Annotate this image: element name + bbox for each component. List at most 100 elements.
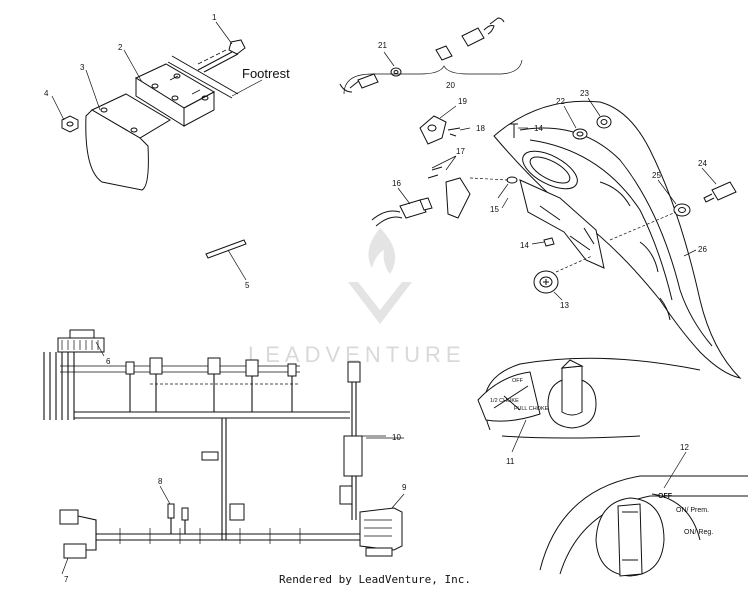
fuel-panel-outline	[539, 475, 748, 571]
fairing-contour	[529, 139, 673, 301]
callout-9: 9	[402, 483, 407, 492]
footrest-edge-2	[171, 55, 239, 95]
leader-12	[663, 451, 687, 489]
callout-16: 16	[392, 179, 401, 188]
harness-mid-connector	[201, 451, 219, 461]
part-15-axis	[469, 177, 509, 181]
callout-12: 12	[680, 443, 689, 452]
fuel-label-prem: ON/ Prem.	[676, 507, 709, 514]
callout-7: 7	[64, 575, 69, 584]
choke-lever[interactable]	[561, 365, 583, 416]
choke-panel-base	[501, 435, 641, 439]
leader-26	[683, 249, 697, 257]
choke-label-full: FULL CHOKE	[514, 406, 549, 412]
part-10-branch	[339, 361, 386, 520]
fuel-label-reg: ON/ Reg.	[684, 529, 713, 536]
part-19-bracket	[419, 105, 457, 145]
harness-ties	[119, 528, 301, 544]
harness-branch	[60, 365, 300, 373]
part-17-bracket	[427, 155, 471, 219]
part-2-spacer	[134, 63, 216, 127]
fuel-panel-inner	[559, 495, 748, 575]
callout-1: 1	[212, 13, 217, 22]
callout-21: 21	[378, 41, 387, 50]
dash-lower-bracket	[519, 179, 605, 269]
callout-6: 6	[106, 357, 111, 366]
choke-label-half: 1/2 CHOKE	[490, 398, 519, 404]
callout-26: 26	[698, 245, 707, 254]
part-7-connector	[59, 509, 97, 575]
leader-18	[459, 127, 471, 131]
callout-24: 24	[698, 159, 707, 168]
part-3-footrest-pad	[85, 93, 171, 191]
leader-22	[563, 105, 577, 129]
dash-panel-assembly	[371, 97, 742, 379]
leader-11	[511, 419, 527, 453]
part-20-group	[339, 17, 523, 95]
footrest-label: Footrest	[242, 66, 290, 81]
part-1-bolt	[197, 39, 246, 73]
part-13-switch	[533, 255, 593, 301]
callout-5: 5	[245, 281, 250, 290]
callout-2: 2	[118, 43, 123, 52]
part-18-clip	[447, 127, 461, 137]
callout-3: 3	[80, 63, 85, 72]
harness-main-top	[74, 411, 350, 419]
callout-25: 25	[652, 171, 661, 180]
callout-14-bottom: 14	[520, 241, 529, 250]
callout-23: 23	[580, 89, 589, 98]
callout-19: 19	[458, 97, 467, 106]
callout-15: 15	[490, 205, 499, 214]
part-22-washer	[572, 128, 588, 140]
leader-3	[85, 69, 101, 111]
wiring-harness	[43, 329, 405, 575]
choke-plate	[477, 371, 541, 422]
harness-bundle-left	[43, 352, 75, 420]
footrest-assembly	[51, 21, 263, 281]
part-25-nut	[673, 203, 691, 217]
leader-2	[123, 49, 143, 83]
part-6-connector	[57, 329, 105, 357]
callout-10: 10	[392, 433, 401, 442]
footrest-washers	[169, 75, 201, 95]
callout-numbers: 1 2 3 4 5 6 7 8 9 10 11 12 13 14 14 15 1…	[44, 13, 707, 584]
part-4-nut	[51, 95, 79, 133]
part-9-connector-block	[359, 493, 405, 557]
callout-22: 22	[556, 97, 565, 106]
callout-17: 17	[456, 147, 465, 156]
leader-21	[383, 51, 395, 67]
part-23-nut	[596, 115, 612, 129]
part-16-cable	[371, 187, 433, 227]
part-14-screw-bottom	[543, 237, 555, 247]
watermark-v-icon	[348, 282, 412, 324]
part-20-wire	[339, 79, 361, 93]
leader-15b	[501, 197, 509, 209]
part-12-fuel-valve-inset: OFF ON/ Prem. ON/ Reg.	[539, 451, 748, 577]
choke-label-off: OFF	[512, 378, 524, 384]
callout-14-top: 14	[534, 124, 543, 133]
footrest-edge	[167, 61, 233, 99]
part-8-connector	[159, 485, 189, 534]
part-20-spring	[483, 17, 505, 35]
footer-credit: Rendered by LeadVenture, Inc.	[278, 573, 472, 586]
fuel-valve-handle[interactable]	[617, 503, 643, 577]
part-20-bushing	[435, 45, 453, 61]
leader-14-bottom	[531, 241, 545, 245]
part-21-washer	[390, 67, 402, 77]
part-11-choke-inset: OFF 1/2 CHOKE FULL CHOKE	[477, 357, 701, 453]
leader-23	[587, 97, 601, 117]
part-15-washer	[506, 176, 518, 184]
callout-8: 8	[158, 477, 163, 486]
bracket-20	[343, 59, 523, 95]
callout-20: 20	[446, 81, 455, 90]
part-25-axis	[609, 211, 677, 241]
callout-18: 18	[476, 124, 485, 133]
harness-main-bottom	[96, 533, 360, 541]
leader-25	[657, 179, 677, 205]
part-5-strap	[205, 239, 247, 281]
harness-trunk-center	[221, 418, 227, 540]
fuel-label-off: OFF	[658, 493, 673, 500]
leader-24	[701, 167, 717, 185]
